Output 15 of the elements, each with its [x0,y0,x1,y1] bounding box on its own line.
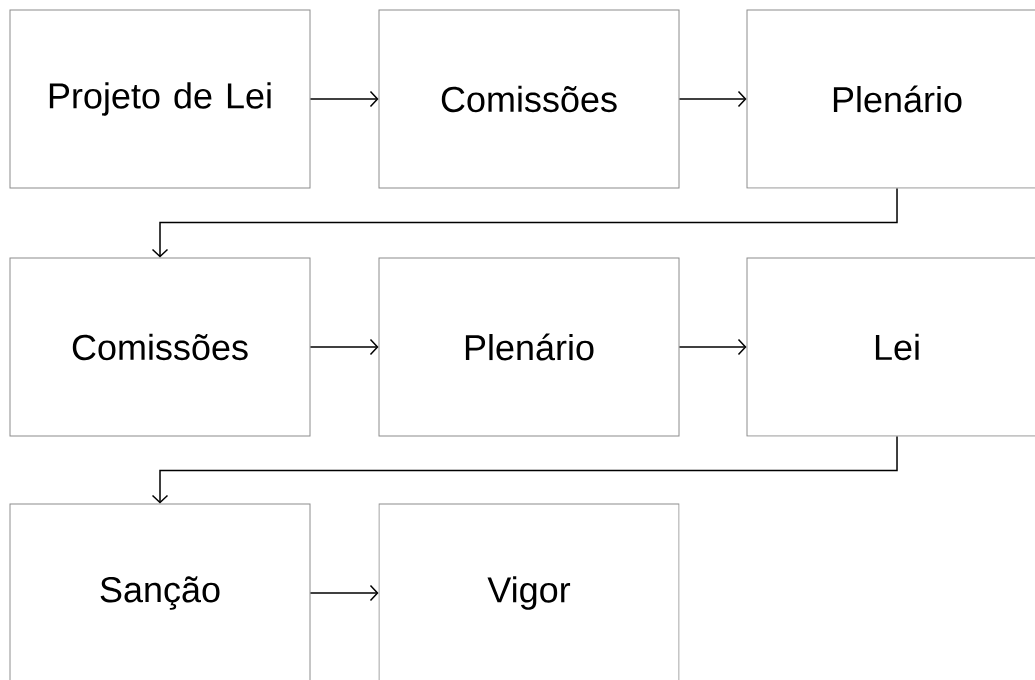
arrow [309,90,379,108]
arrow [309,338,379,356]
arrow [151,435,898,504]
process-box: Plenário [746,9,1035,189]
process-box: Comissões [378,9,680,189]
process-box: Sanção [9,503,311,680]
arrow [151,187,898,258]
arrow [678,90,747,108]
arrow [309,584,379,602]
process-box: Plenário [378,257,680,437]
arrow [678,338,747,356]
process-box: Vigor [378,503,680,680]
process-box: Projeto de Lei [9,9,311,189]
process-box: Comissões [9,257,311,437]
process-box: Lei [746,257,1035,437]
